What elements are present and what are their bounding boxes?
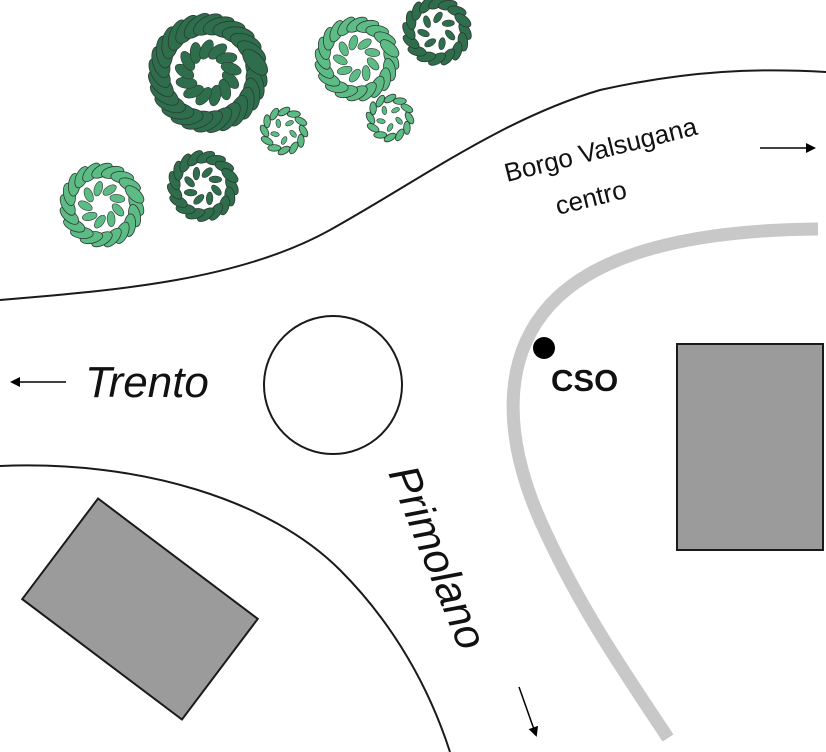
arrow-icon [518, 686, 539, 737]
tree-icon [148, 13, 268, 133]
tree-leaf [263, 114, 271, 129]
tree-leaf [348, 35, 359, 51]
tree-leaf [124, 185, 145, 204]
tree-leaf [395, 116, 403, 125]
tree-leaf [379, 39, 400, 58]
tree-leaf [337, 65, 353, 75]
tree-leaf [365, 111, 376, 125]
roundabout [263, 315, 403, 455]
tree-leaf [366, 57, 380, 71]
tree-icon [259, 106, 309, 156]
tree-leaf [184, 188, 198, 197]
tree-leaf [201, 167, 213, 178]
tree-leaf [259, 124, 270, 138]
tree-leaf [280, 136, 288, 145]
tree-leaf [383, 132, 397, 143]
tree-leaf [211, 184, 222, 196]
tree-leaf [423, 15, 431, 28]
tree-leaf [417, 28, 430, 38]
tree-leaf [357, 38, 372, 50]
tree-leaf [376, 118, 386, 124]
tree-leaf [275, 118, 281, 128]
tree-cluster [59, 0, 472, 248]
tree-leaf [349, 68, 361, 83]
tree-leaf [445, 29, 456, 41]
gray-road [506, 222, 819, 742]
tree-leaf [270, 131, 280, 137]
tree-leaf [373, 131, 388, 139]
tree-leaf [208, 175, 222, 184]
tree-leaf [297, 133, 305, 148]
tree-leaf [294, 116, 308, 126]
tree-leaf [298, 124, 309, 138]
building-right [676, 343, 824, 551]
tree-leaf [403, 120, 411, 135]
tree-leaf [78, 200, 93, 212]
tree-leaf [289, 129, 297, 138]
tree-icon [365, 93, 415, 143]
label-cso: CSO [551, 363, 618, 398]
tree-leaf [369, 101, 377, 116]
tree-leaf [109, 194, 126, 203]
label-primolano: Primolano [379, 459, 496, 656]
tree-leaf [395, 128, 405, 142]
label-borgo-line2: centro [552, 174, 629, 221]
tree-leaf [333, 54, 348, 66]
tree-leaf [260, 136, 274, 146]
tree-leaf [392, 97, 407, 105]
tree-leaf [94, 214, 106, 229]
tree-leaf [400, 103, 414, 113]
tree-leaf [221, 168, 239, 184]
tree-leaf [375, 94, 386, 108]
tree-leaf [192, 167, 201, 181]
dot-marker-icon [533, 337, 555, 359]
tree-leaf [93, 181, 104, 197]
tree-leaf [286, 110, 301, 118]
tree-leaf [242, 48, 268, 76]
tree-leaf [424, 38, 437, 48]
road-edge-upper [0, 69, 826, 301]
label-borgo-line1: Borgo Valsugana [501, 111, 700, 188]
tree-leaf [285, 120, 294, 127]
tree-leaf [366, 123, 380, 133]
tree-leaf [441, 19, 455, 27]
road-edge-lower [0, 464, 451, 752]
tree-leaf [277, 145, 291, 156]
tree-leaf [82, 211, 98, 221]
tree-leaf [102, 184, 117, 196]
tree-icon [402, 0, 472, 66]
tree-leaf [205, 191, 214, 205]
tree-leaf [404, 111, 415, 125]
label-trento: Trento [85, 358, 209, 407]
tree-leaf [338, 41, 349, 57]
tree-leaf [289, 141, 299, 155]
tree-leaf [364, 48, 381, 57]
tree-leaf [361, 65, 371, 81]
tree-leaf [269, 107, 280, 121]
tree-leaf [83, 187, 94, 203]
tree-leaf [184, 176, 195, 188]
tree-leaf [106, 211, 116, 227]
tree-leaf [433, 11, 443, 24]
tree-icon [166, 150, 239, 222]
tree-leaf [438, 37, 446, 51]
tree-leaf [454, 13, 472, 28]
tree-icon [314, 16, 400, 102]
tree-leaf [277, 106, 291, 117]
tree-leaf [383, 93, 397, 104]
tree-leaf [391, 107, 400, 114]
building-left [20, 497, 260, 721]
tree-leaf [111, 203, 125, 217]
tree-leaf [267, 144, 282, 152]
tree-leaf [381, 105, 387, 115]
tree-leaf [386, 123, 394, 132]
tree-leaf [193, 194, 205, 205]
tree-leaf [220, 62, 242, 76]
tree-icon [59, 162, 145, 248]
